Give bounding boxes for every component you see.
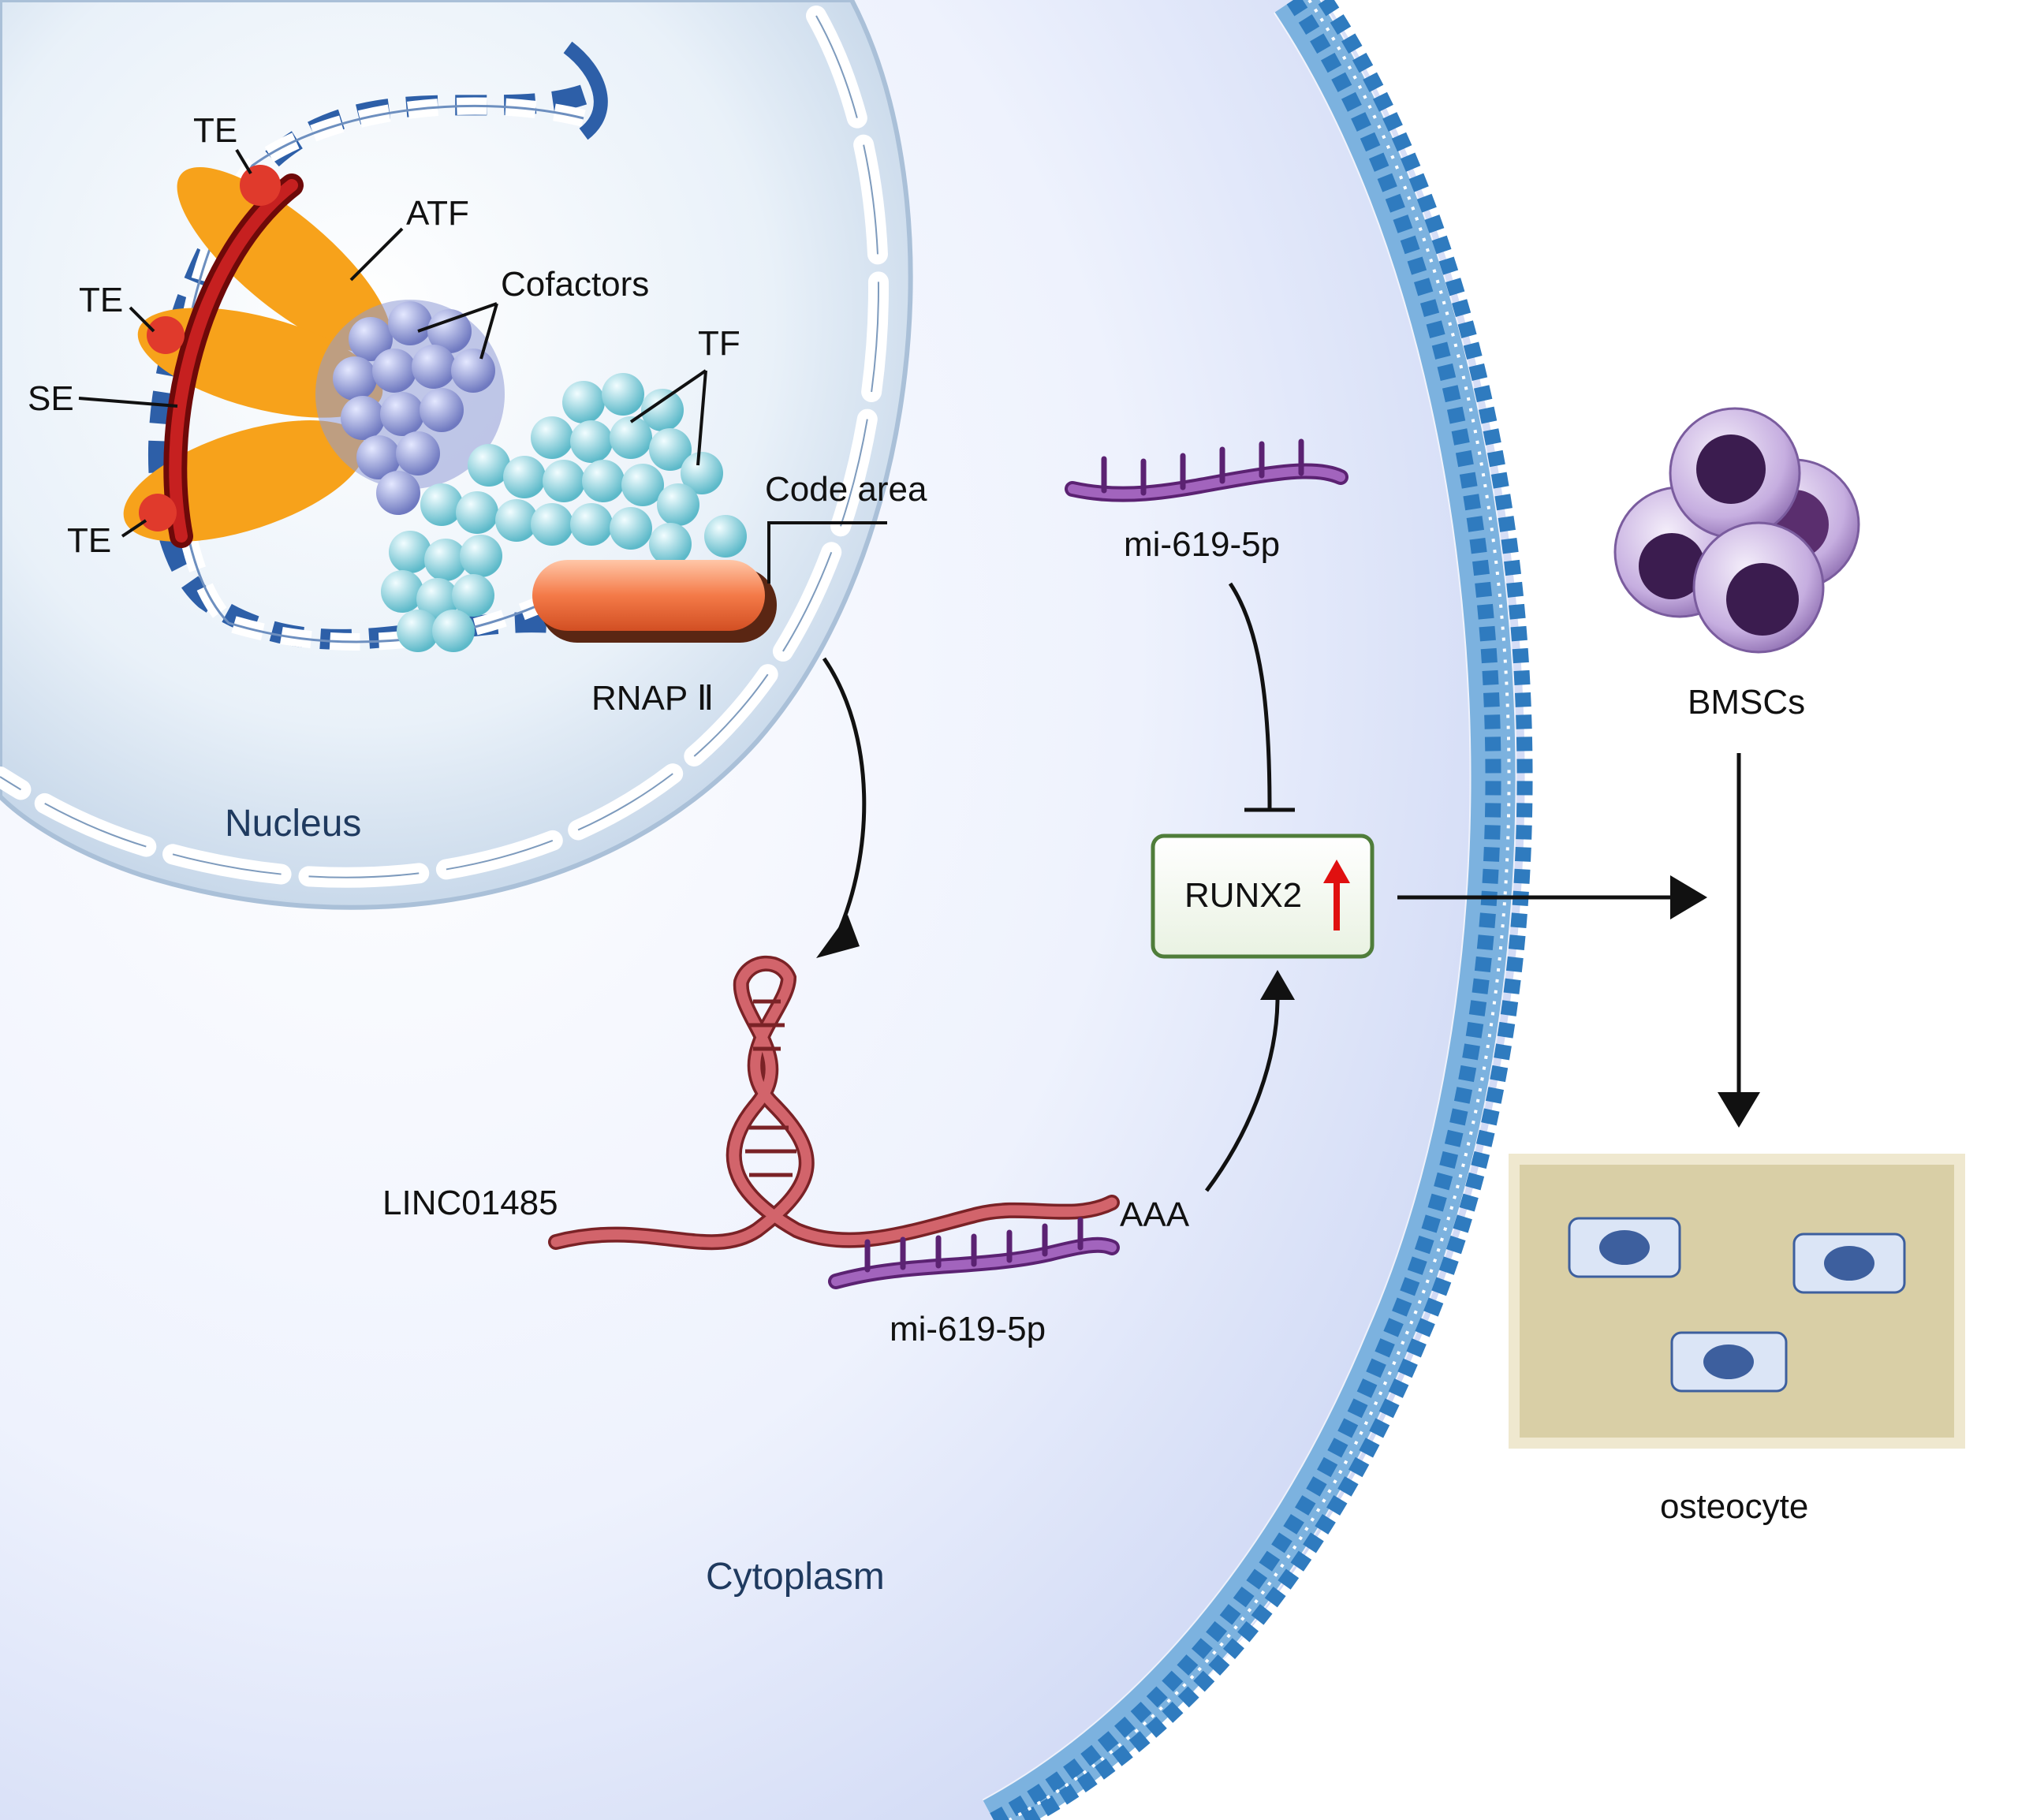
label-tf: TF xyxy=(698,324,740,363)
cofactors-cluster xyxy=(315,300,505,515)
label-bmscs: BMSCs xyxy=(1688,683,1805,722)
super-enhancer xyxy=(163,173,304,548)
transcription-arrowhead xyxy=(816,915,860,958)
transcription-arrow xyxy=(822,657,867,940)
te-bottom-blob xyxy=(139,494,177,531)
runx2-box xyxy=(1151,834,1375,959)
tf-cluster xyxy=(381,373,747,652)
label-code-area: Code area xyxy=(765,470,927,509)
typical-enhancers xyxy=(139,165,281,531)
bone-matrix-icon xyxy=(1509,1154,1965,1449)
stem-cell-cluster-icon xyxy=(1613,407,1860,654)
cell-membrane xyxy=(982,0,1533,1820)
inhibition-bar-icon xyxy=(1228,582,1295,812)
label-rnap-ii: RNAP Ⅱ xyxy=(591,679,714,718)
label-cytoplasm: Cytoplasm xyxy=(706,1556,885,1598)
mirna-free xyxy=(1065,438,1348,502)
label-mirna-top: mi-619-5p xyxy=(1124,525,1280,564)
label-te-bottom: TE xyxy=(67,521,111,560)
up-arrow-icon xyxy=(1323,860,1350,931)
label-mirna-bottom: mi-619-5p xyxy=(890,1310,1046,1348)
runx2-out-arrowhead xyxy=(1670,875,1707,919)
label-aaa: AAA xyxy=(1120,1195,1190,1234)
rnap-ii-complex xyxy=(532,560,777,643)
label-te-top: TE xyxy=(193,111,237,150)
label-runx2: RUNX2 xyxy=(1184,876,1302,915)
label-osteocyte: osteocyte xyxy=(1660,1487,1808,1526)
label-cofactors: Cofactors xyxy=(501,265,649,304)
aaa-to-runx2-arrow xyxy=(1204,997,1280,1192)
label-nucleus: Nucleus xyxy=(225,803,361,845)
aaa-to-runx2-arrowhead xyxy=(1260,970,1295,1000)
te-top-blob xyxy=(240,165,281,206)
lincrna-structure xyxy=(548,955,1120,1251)
label-atf: ATF xyxy=(406,194,469,233)
leader-lines xyxy=(78,148,887,584)
te-mid-blob xyxy=(147,316,185,354)
label-se: SE xyxy=(28,379,74,418)
label-linc01485: LINC01485 xyxy=(382,1184,558,1222)
label-te-mid: TE xyxy=(79,281,123,319)
mirna-bound xyxy=(828,1217,1120,1289)
bmsc-to-osteocyte-arrowhead xyxy=(1718,1092,1760,1128)
